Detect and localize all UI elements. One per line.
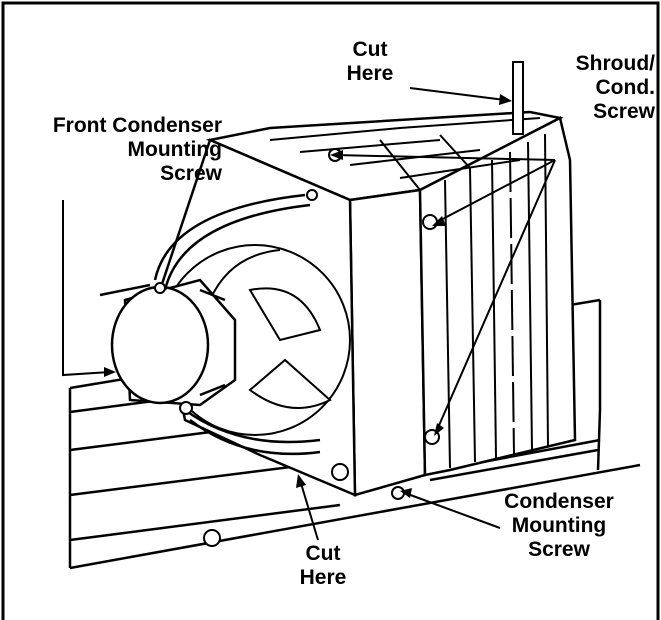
fan-motor: [110, 278, 237, 407]
cutting-rod: [512, 61, 524, 135]
arrowheads: [104, 94, 512, 498]
condenser-mounting-screw-label: Condenser Mounting Screw: [504, 490, 614, 561]
shroud-cond-screw-label: Shroud/ Cond. Screw: [575, 52, 655, 123]
cut-here-top-label: Cut Here: [346, 38, 394, 85]
coil-fins: [444, 133, 549, 469]
fan-brackets: [99, 193, 321, 456]
cut-here-bottom-label: Cut Here: [299, 542, 347, 589]
leader-lines: [62, 87, 556, 541]
front-condenser-screw-label: Front Condenser Mounting Screw: [52, 114, 222, 185]
